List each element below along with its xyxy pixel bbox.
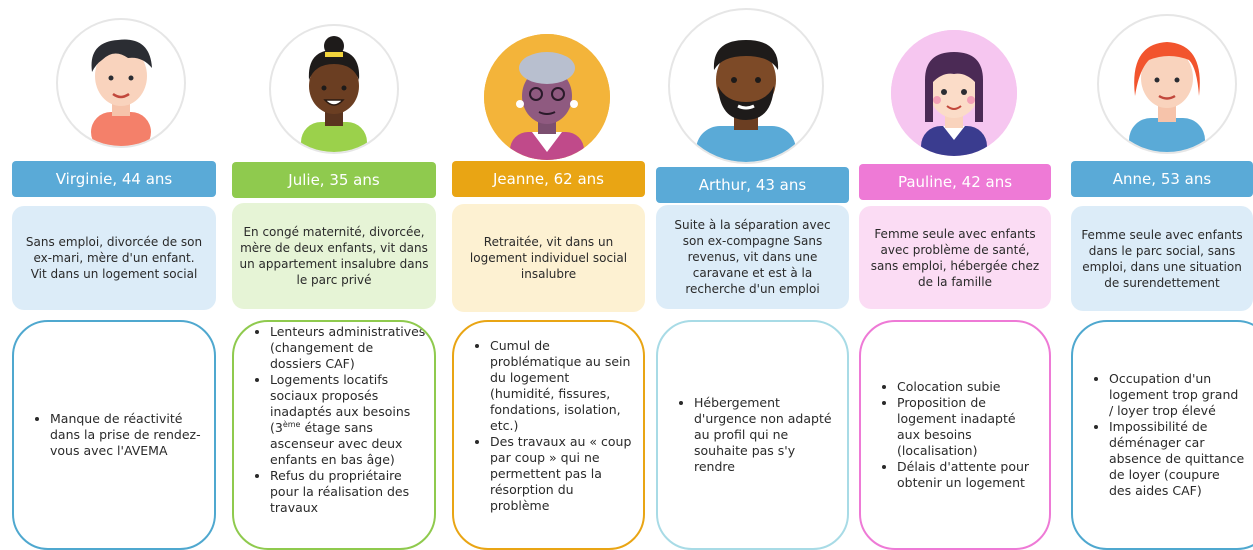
- persona-julie: Julie, 35 ans En congé maternité, divorc…: [232, 0, 436, 550]
- list-item: Des travaux au « coup par coup » qui ne …: [490, 434, 635, 514]
- list-item: Lenteurs administratives (changement de …: [270, 324, 426, 372]
- persona-virginie: Virginie, 44 ans Sans emploi, divorcée d…: [12, 0, 216, 550]
- avatar-arthur: [668, 8, 824, 164]
- persona-pauline: Pauline, 42 ans Femme seule avec enfants…: [859, 0, 1051, 550]
- woman-avatar-icon: [891, 30, 1017, 156]
- list-item: Proposition de logement inadapté aux bes…: [897, 395, 1041, 459]
- persona-difficulties: Lenteurs administratives (changement de …: [232, 320, 436, 550]
- persona-situation: Sans emploi, divorcée de son ex-mari, mè…: [12, 206, 216, 310]
- list-item: Refus du propriétaire pour la réalisatio…: [270, 468, 426, 516]
- avatar-pauline: [891, 30, 1017, 156]
- persona-name-banner: Virginie, 44 ans: [12, 161, 216, 197]
- avatar-anne: [1097, 14, 1237, 154]
- persona-anne: Anne, 53 ans Femme seule avec enfants da…: [1071, 0, 1253, 550]
- persona-name: Arthur, 43 ans: [698, 176, 807, 194]
- list-item: Impossibilité de déménager car absence d…: [1109, 419, 1245, 499]
- avatar-julie: [269, 24, 399, 154]
- avatar-virginie: [56, 18, 186, 148]
- list-item: Cumul de problématique au sein du logeme…: [490, 338, 635, 434]
- list-item: Hébergement d'urgence non adapté au prof…: [694, 395, 839, 475]
- persona-name: Jeanne, 62 ans: [493, 170, 604, 188]
- persona-name-banner: Anne, 53 ans: [1071, 161, 1253, 197]
- persona-name: Anne, 53 ans: [1112, 170, 1212, 188]
- elderly-woman-avatar-icon: [484, 34, 610, 160]
- persona-name-banner: Julie, 35 ans: [232, 162, 436, 198]
- woman-avatar-icon: [1129, 42, 1205, 152]
- avatar-jeanne: [484, 34, 610, 160]
- persona-jeanne: Jeanne, 62 ans Retraitée, vit dans un lo…: [452, 0, 645, 550]
- persona-situation: Femme seule avec enfants dans le parc so…: [1071, 206, 1253, 311]
- list-item: Manque de réactivité dans la prise de re…: [50, 411, 206, 459]
- persona-difficulties: Hébergement d'urgence non adapté au prof…: [656, 320, 849, 550]
- persona-name-banner: Arthur, 43 ans: [656, 167, 849, 203]
- woman-avatar-icon: [301, 36, 367, 152]
- persona-name: Julie, 35 ans: [288, 171, 380, 189]
- persona-difficulties: Cumul de problématique au sein du logeme…: [452, 320, 645, 550]
- persona-name: Pauline, 42 ans: [897, 173, 1013, 191]
- persona-situation: Retraitée, vit dans un logement individu…: [452, 204, 645, 312]
- list-item: Colocation subie: [897, 379, 1041, 395]
- man-avatar-icon: [696, 40, 796, 162]
- persona-name-banner: Pauline, 42 ans: [859, 164, 1051, 200]
- persona-difficulties: Manque de réactivité dans la prise de re…: [12, 320, 216, 550]
- persona-situation: En congé maternité, divorcée, mère de de…: [232, 203, 436, 309]
- persona-name: Virginie, 44 ans: [55, 170, 173, 188]
- persona-name-banner: Jeanne, 62 ans: [452, 161, 645, 197]
- persona-situation: Suite à la séparation avec son ex-compag…: [656, 205, 849, 309]
- list-item: Délais d'attente pour obtenir un logemen…: [897, 459, 1041, 491]
- persona-difficulties: Occupation d'un logement trop grand / lo…: [1071, 320, 1253, 550]
- woman-avatar-icon: [91, 39, 152, 146]
- persona-situation: Femme seule avec enfants avec problème d…: [859, 206, 1051, 309]
- list-item: Occupation d'un logement trop grand / lo…: [1109, 371, 1245, 419]
- list-item: Logements locatifs sociaux proposés inad…: [270, 372, 426, 468]
- persona-difficulties: Colocation subie Proposition de logement…: [859, 320, 1051, 550]
- persona-arthur: Arthur, 43 ans Suite à la séparation ave…: [656, 0, 849, 550]
